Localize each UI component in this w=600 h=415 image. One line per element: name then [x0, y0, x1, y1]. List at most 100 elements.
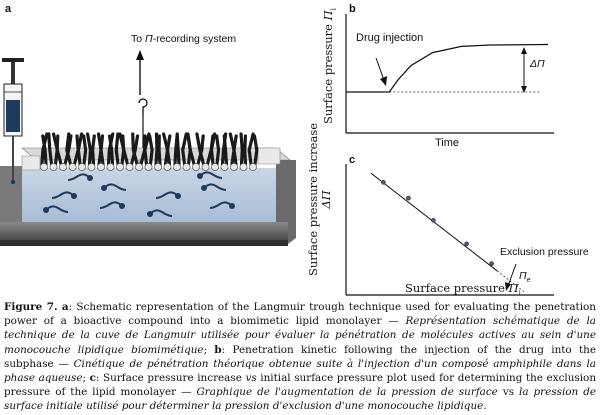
drug-head [197, 173, 203, 179]
lipid-tail [63, 134, 73, 166]
right-barrier [257, 147, 281, 165]
lipid-tail [131, 132, 139, 166]
drug-head [87, 175, 93, 181]
panel-c-ylabel: Surface pressure increase ΔΠ [306, 122, 333, 276]
caption-a-letter: a [61, 301, 69, 313]
exclusion-pi-label: Πe [519, 270, 531, 285]
caption-c-letter: c [89, 372, 96, 385]
lipid-tail [129, 134, 140, 166]
lipid-tail [148, 134, 154, 166]
lipid-tail [108, 134, 115, 166]
data-point-3 [431, 217, 436, 223]
lipid-head [192, 163, 200, 171]
figure-caption: Figure 7. a: Schematic representation of… [4, 301, 597, 413]
delta-arrow-bottom [521, 86, 527, 93]
drug-tail [99, 201, 123, 209]
lipid-tail [118, 132, 130, 166]
lipid-tail [51, 132, 63, 166]
exclusion-arrow-line [507, 263, 517, 287]
syringe-liquid [6, 100, 20, 132]
exclusion-arrowhead [505, 282, 511, 291]
injection-arrow-line [375, 57, 385, 81]
data-point-5 [489, 261, 494, 266]
panel-b-ylabel: Surface pressure Πi [321, 8, 338, 124]
lipid-tail [41, 134, 48, 166]
wilhelmy-hook [138, 98, 148, 115]
lipid-head [163, 163, 172, 171]
lipid-head [68, 163, 77, 171]
panel-a-letter: a [5, 3, 12, 15]
drug-head [175, 193, 181, 199]
exclusion-pressure-label: Exclusion pressure [500, 246, 589, 258]
lipid-tail [99, 134, 105, 166]
lipid-tail [65, 132, 73, 166]
lipid-tail [195, 132, 206, 166]
langmuir-trough-diagram [0, 50, 296, 246]
lipid-head [239, 163, 248, 171]
panel-b-letter: b [349, 3, 356, 15]
syringe [2, 58, 24, 185]
injection-arrowhead [380, 76, 387, 86]
syringe-plunger-rod [11, 62, 15, 84]
recording-arrowhead [136, 50, 144, 60]
caption-b-letter: b [214, 343, 222, 356]
lipid-head [173, 163, 181, 171]
drug-head [119, 203, 125, 209]
chart-c-fit-extrapolation [496, 270, 526, 293]
delta-pi-label: ΔΠ [530, 58, 545, 70]
drug-head [43, 207, 49, 213]
trough-wall-left [0, 166, 22, 222]
lipid-tail [181, 132, 188, 166]
recording-system-label: To Π-recording system [131, 33, 237, 45]
lipid-tail [243, 134, 248, 166]
lipid-tail [175, 134, 181, 166]
drug-head [71, 193, 77, 199]
drug-head [229, 203, 235, 209]
lipid-tail [143, 132, 151, 166]
lipid-tail [215, 134, 221, 166]
trough-bottom-edge [0, 240, 288, 246]
drug-tail [155, 191, 179, 199]
lipid-tail [222, 134, 229, 166]
delta-arrow-top [521, 47, 527, 54]
lipid-head [201, 163, 210, 171]
injection-drop [10, 179, 16, 185]
lipid-head [220, 163, 229, 171]
lipid-head [106, 163, 115, 171]
lipid-tail [157, 134, 162, 166]
lipid-tail [209, 132, 217, 166]
lipid-head [40, 163, 48, 171]
exclusion-chart [345, 164, 554, 296]
panel-b-xlabel: Time [435, 137, 460, 149]
lipid-tail [114, 132, 120, 166]
lipid-head [249, 163, 257, 171]
data-point-1 [381, 179, 386, 185]
lipid-tail [247, 132, 255, 166]
drug-tail [203, 183, 227, 191]
drug-head [201, 185, 207, 191]
lipid-head [182, 163, 191, 171]
lipid-tail [90, 134, 96, 166]
lipid-tail [154, 132, 159, 166]
drug-tail [103, 183, 127, 191]
lipid-head [87, 163, 96, 171]
panel-c-xlabel: Surface pressure Πi [405, 281, 521, 298]
drug-molecules [43, 171, 235, 217]
lipid-tail [232, 134, 238, 166]
lipid-tail [252, 134, 259, 166]
trough-wall-front [0, 222, 288, 244]
lipid-tail [40, 132, 49, 166]
drug-tail [209, 201, 233, 209]
syringe-plunger-cap [2, 58, 24, 62]
chart-b-curve [346, 43, 549, 93]
lipid-head [97, 163, 105, 171]
lipid-tail [186, 132, 196, 166]
data-point-2 [406, 195, 411, 201]
syringe-needle [12, 136, 14, 180]
lipid-head [135, 163, 143, 171]
caption-fig-label: Figure 7. [4, 301, 58, 313]
drug-head [147, 211, 153, 217]
drug-tail [67, 173, 91, 181]
lipid-tail [86, 132, 93, 166]
lipid-head [144, 163, 153, 171]
